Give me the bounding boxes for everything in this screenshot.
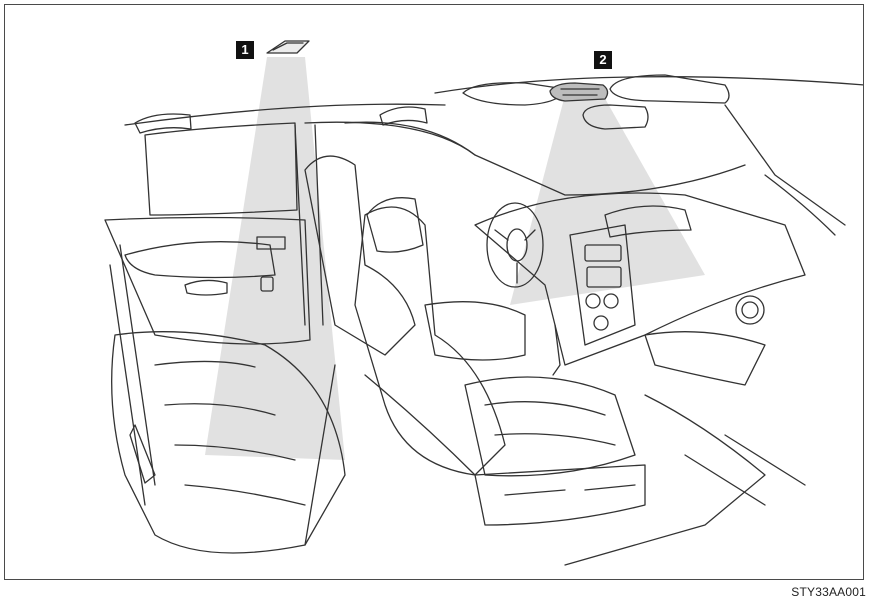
front-grab-handle	[379, 106, 428, 126]
door-handle	[184, 279, 228, 296]
steering-wheel	[486, 202, 544, 288]
front-seat-headrest	[366, 197, 424, 253]
rear-door-panel	[104, 216, 311, 345]
left-sun-visor	[462, 82, 566, 106]
rear-view-mirror	[582, 104, 649, 130]
right-sun-visor	[609, 74, 730, 104]
callout-badge-1: 1	[236, 41, 254, 59]
dashboard	[474, 192, 806, 366]
figure-code: STY33AA001	[791, 585, 866, 599]
rear-light-beam	[205, 57, 345, 460]
center-stack	[569, 224, 636, 346]
callout-badge-2: 2	[594, 51, 612, 69]
front-seat-backrest	[354, 206, 506, 476]
rear-seat	[111, 331, 346, 554]
overhead-console	[549, 82, 609, 102]
driver-seat	[304, 155, 416, 356]
front-seat-cushion	[464, 376, 636, 477]
rear-window	[144, 122, 298, 216]
car-interior-illustration	[104, 40, 863, 566]
window-switch	[260, 276, 274, 292]
gear-shift	[552, 324, 561, 376]
door-lock	[256, 236, 286, 250]
seat-base	[474, 464, 646, 526]
front-light-beam	[510, 95, 705, 305]
figure-frame: 1 2	[4, 4, 864, 580]
rear-dome-light	[266, 40, 310, 54]
air-vent	[735, 295, 765, 325]
instrument-cluster	[604, 205, 692, 238]
rear-grab-handle	[134, 113, 192, 134]
